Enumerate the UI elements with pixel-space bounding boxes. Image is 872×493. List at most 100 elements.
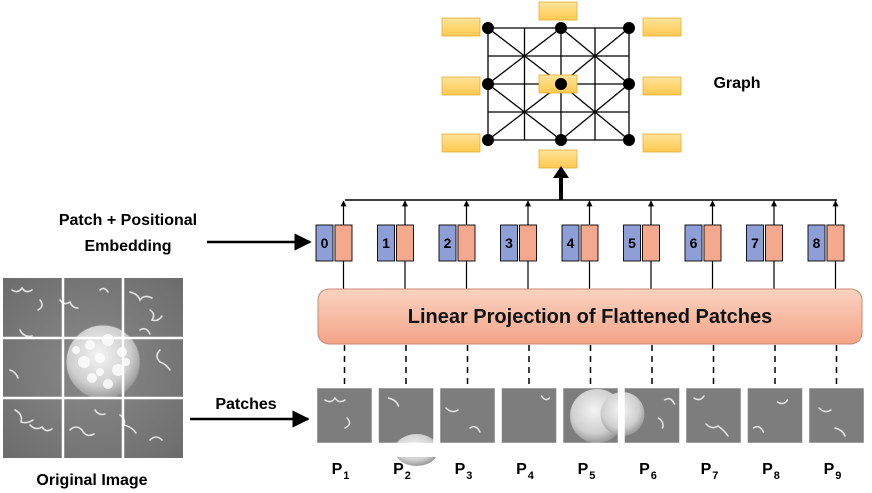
graph-nodes (482, 22, 635, 146)
cell-blob-texture (72, 334, 130, 389)
graph-node-feature (642, 76, 682, 96)
patch-thumbnail (439, 387, 496, 444)
patch-label: P1 (332, 461, 350, 482)
graph-edges (487, 27, 630, 141)
linear-projection-box (317, 288, 863, 345)
patch-label: P8 (762, 461, 780, 482)
position-index: 0 (321, 235, 329, 251)
patch-debris (445, 407, 459, 413)
graph-node-feature (538, 149, 578, 169)
graph-node-feature (441, 17, 481, 37)
patch-embedding (396, 224, 414, 262)
position-embedding (377, 224, 395, 262)
patch-debris (705, 423, 729, 437)
graph-node (555, 134, 567, 146)
patch-connectors (343, 345, 838, 386)
graph-node (623, 22, 635, 34)
patch-debris (344, 417, 351, 429)
patch-embedding (703, 224, 722, 262)
patch-background (747, 388, 803, 443)
patch-label: P4 (516, 461, 535, 482)
position-embedding (315, 224, 334, 262)
patch-thumbnails (300, 387, 872, 466)
embedding-token: 0 (315, 200, 353, 289)
graph-node (555, 78, 567, 90)
embedding-token: 6 (684, 200, 722, 289)
embedding-token: 2 (438, 200, 476, 289)
patch-debris (387, 397, 400, 407)
patch-background (317, 388, 372, 443)
position-index: 6 (690, 235, 698, 251)
graph-node-feature (538, 1, 578, 21)
embedding-token: 1 (377, 200, 414, 289)
embedding-tokens: 0 1 2 3 4 5 6 7 8 (315, 200, 845, 289)
original-image-grid (3, 278, 183, 458)
embedding-token: 4 (561, 200, 599, 289)
patch-debris (752, 425, 765, 433)
patch-label: P7 (701, 461, 719, 482)
patch-background (501, 388, 557, 443)
patch-label: P6 (639, 461, 657, 482)
position-embedding (438, 224, 457, 262)
patch-embedding (519, 224, 537, 262)
patch-embedding (765, 224, 783, 262)
patch-debris (834, 427, 846, 437)
original-image-debris (9, 286, 171, 441)
graph-node-feature (441, 133, 481, 153)
patch-thumbnail (685, 387, 742, 444)
patch-embedding (642, 224, 660, 262)
patch-debris (693, 395, 705, 401)
patch-thumbnail (808, 387, 865, 444)
patch-label: P5 (578, 461, 596, 482)
embedding-token: 3 (500, 200, 537, 289)
patch-thumbnail (316, 387, 373, 444)
graph-node (482, 22, 494, 34)
position-index: 4 (567, 235, 575, 251)
position-embedding (623, 224, 641, 262)
embedding-token: 5 (623, 200, 660, 289)
position-index: 1 (382, 235, 390, 251)
embedding-token: 8 (807, 200, 845, 289)
position-embedding (746, 224, 764, 262)
graph-node (555, 22, 567, 34)
embedding-label-line1: Patch + Positional (59, 212, 197, 229)
graph (441, 1, 682, 169)
patch-debris (657, 417, 664, 429)
graph-node (623, 78, 635, 90)
linear-projection-label: Linear Projection of Flattened Patches (408, 306, 773, 328)
patch-thumbnail (501, 387, 557, 444)
embedding-label-line2: Embedding (84, 238, 171, 255)
patch-debris (776, 399, 789, 405)
position-embedding (561, 224, 580, 262)
patches-label: Patches (215, 396, 276, 413)
position-embedding (807, 224, 826, 262)
graph-label: Graph (713, 75, 760, 92)
position-index: 3 (505, 235, 513, 251)
patch-embedding (580, 224, 599, 262)
graph-node-feature (441, 76, 481, 96)
graph-node-feature (642, 133, 682, 153)
patch-background (440, 388, 495, 443)
position-index: 2 (444, 235, 452, 251)
patch-debris (818, 407, 832, 413)
graph-node (482, 134, 494, 146)
patch-label: P3 (455, 461, 473, 482)
patch-debris (540, 395, 551, 401)
patch-debris (469, 425, 481, 433)
original-image-label: Original Image (36, 472, 147, 489)
patch-debris (663, 397, 676, 405)
patch-embedding (334, 224, 353, 262)
patch-background (686, 388, 741, 443)
position-embedding (500, 224, 518, 262)
position-embedding (684, 224, 703, 262)
patch-background (809, 388, 864, 443)
patch-embedding (457, 224, 476, 262)
graph-input-arrowhead (553, 166, 569, 178)
patch-debris (324, 396, 346, 403)
graph-node-feature (642, 17, 682, 37)
position-index: 7 (751, 235, 759, 251)
patch-embedding (826, 224, 845, 262)
graph-node (482, 78, 494, 90)
original-image (3, 278, 183, 458)
